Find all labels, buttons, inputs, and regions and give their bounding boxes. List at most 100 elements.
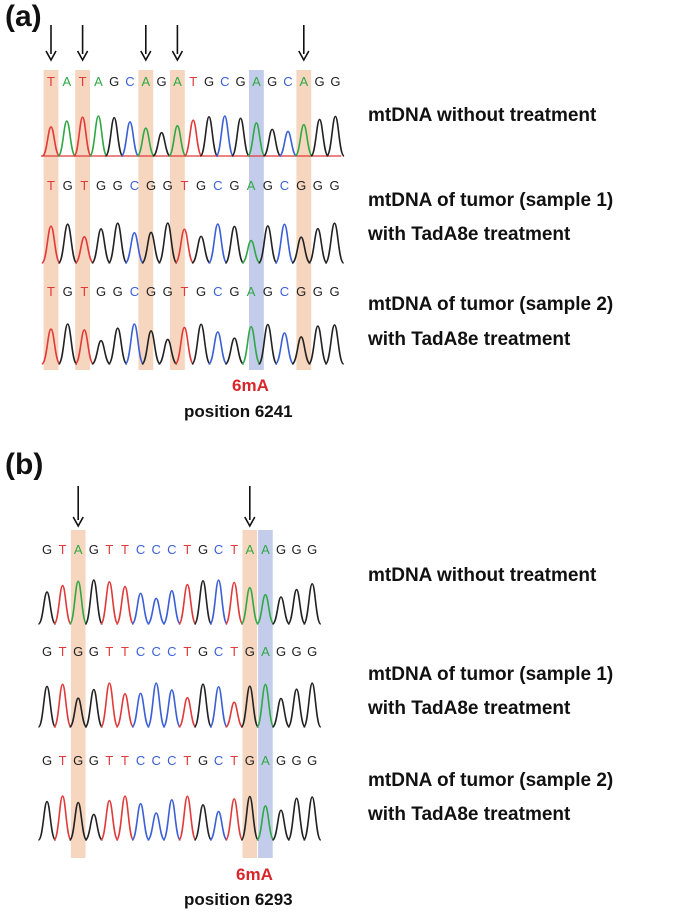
panel-a-base-letter: T xyxy=(80,178,88,193)
panel-a-trace-peak xyxy=(246,122,266,157)
panel-a-trace-peak xyxy=(41,126,61,157)
panel-a-base-letter: A xyxy=(141,74,150,89)
panel-a-base-letter: G xyxy=(109,74,119,89)
panel-a-arrow-icon xyxy=(171,25,184,62)
panel-b-base-letter: G xyxy=(89,644,99,659)
panel-a-base-letter: G xyxy=(63,284,73,299)
panel-b-base-letter: T xyxy=(230,644,238,659)
panel-b-base-letter: G xyxy=(73,753,83,768)
panel-b-base-letter: G xyxy=(292,753,302,768)
panel-a-base-letter: A xyxy=(252,74,261,89)
panel-a-trace-peak xyxy=(291,236,311,264)
panel-b-trace-peak xyxy=(240,795,260,841)
panel-a-trace-peak xyxy=(91,228,111,264)
panel-a-highlight-column xyxy=(43,70,59,370)
panel-b-base-letter: G xyxy=(198,753,208,768)
panel-a-base-letter: G xyxy=(96,178,106,193)
panel-a-base-letter: G xyxy=(204,74,214,89)
panel-b-trace-peak xyxy=(240,685,260,728)
panel-b-trace-peak xyxy=(68,697,88,728)
panel-b-base-letter: C xyxy=(167,542,176,557)
panel-a-trace-peak xyxy=(307,227,328,264)
panel-b-base-letter: T xyxy=(183,542,191,557)
panel-a-arrow-icon xyxy=(298,25,310,62)
panel-b-base-letter: T xyxy=(105,644,113,659)
panel-a-row3-desc-line2: with TadA8e treatment xyxy=(368,329,571,350)
panel-a-trace-peak xyxy=(274,332,295,365)
panel-a-base-letter: T xyxy=(79,74,87,89)
panel-b-trace-peak xyxy=(193,580,213,625)
panel-a-base-letter: C xyxy=(213,284,222,299)
panel-a-trace-peak xyxy=(136,127,155,157)
panel-b-base-letter: A xyxy=(74,542,83,557)
panel-a-base-letter: G xyxy=(329,178,339,193)
panel-b-base-letter: G xyxy=(42,542,52,557)
panel-b-base-letter: C xyxy=(214,644,223,659)
panel-a-base-letter: A xyxy=(247,284,256,299)
panel-b-base-letter: T xyxy=(121,753,129,768)
panel-a-trace-peak xyxy=(57,223,78,264)
panel-a-base-letter: G xyxy=(146,178,156,193)
panel-a-base-letter: G xyxy=(329,284,339,299)
panel-b-trace-peak xyxy=(209,579,228,625)
panel-b-base-letter: G xyxy=(307,753,317,768)
panel-b-trace-peak xyxy=(225,701,244,728)
panel-a-highlight-column xyxy=(75,70,91,370)
panel-a-trace-peak xyxy=(199,115,219,157)
panel-a-base-letter: G xyxy=(263,178,273,193)
panel-a-base-letter: C xyxy=(220,74,229,89)
panel-a-trace-peak xyxy=(324,324,345,365)
panel-a-base-letter: A xyxy=(173,74,182,89)
panel-a-base-letter: G xyxy=(113,178,123,193)
panel-b-highlight-column xyxy=(242,530,258,858)
panel-b-trace-peak xyxy=(68,801,88,841)
panel-a-position-label: position 6241 xyxy=(184,402,293,421)
panel-a-base-letter: T xyxy=(47,178,55,193)
panel-a-trace-peak xyxy=(207,223,228,264)
panel-a-trace-peak xyxy=(120,121,140,157)
panel-a-trace-peak xyxy=(324,222,345,264)
panel-b-trace-peak xyxy=(224,798,244,841)
panel-a-trace-peak xyxy=(141,330,162,365)
panel-a-base-letter: G xyxy=(163,178,173,193)
panel-b-trace-peak xyxy=(100,581,119,625)
panel-b-trace-peak xyxy=(115,795,135,841)
panel-a-base-letter: G xyxy=(330,74,340,89)
panel-a-base-letter: G xyxy=(229,284,239,299)
panel-b-trace-peak xyxy=(100,799,119,841)
panel-a-trace-peak xyxy=(88,115,108,157)
panel-a-trace-peak xyxy=(158,338,178,365)
panel-a-trace-peak xyxy=(325,115,345,157)
panel-a-trace-peak xyxy=(104,116,124,157)
panel-b-base-letter: G xyxy=(42,753,52,768)
panel-b-base-letter: G xyxy=(89,542,99,557)
panel-b-highlight-column xyxy=(70,530,86,858)
panel-a-highlight-column xyxy=(248,70,264,370)
panel-b-trace-peak xyxy=(271,809,291,841)
panel-b-trace-peak xyxy=(162,689,182,728)
panel-a-trace-peak xyxy=(91,339,111,365)
panel-b-base-letter: C xyxy=(136,644,145,659)
panel-b-base-letter: G xyxy=(276,542,286,557)
panel-b-base-letter: G xyxy=(245,753,255,768)
panel-b-trace-peak xyxy=(146,682,166,728)
panel-a-base-letter: G xyxy=(63,178,73,193)
panel-b-trace-peak xyxy=(209,685,228,728)
panel-a-trace-peak xyxy=(124,323,145,365)
panel-a-row3-desc-line1: mtDNA of tumor (sample 2) xyxy=(368,294,614,315)
panel-b-trace-peak xyxy=(53,795,72,841)
panel-b-highlight-column xyxy=(258,530,273,858)
panel-a-base-letter: G xyxy=(315,74,325,89)
panel-b-base-letter: T xyxy=(121,542,129,557)
panel-a-base-letter: C xyxy=(130,284,139,299)
panel-b-trace-peak xyxy=(287,588,306,625)
panel-b-trace-peak xyxy=(115,585,135,625)
panel-a-base-letter: A xyxy=(299,74,308,89)
panel-a-trace-peak xyxy=(183,119,203,157)
panel-b-mod-label: 6mA xyxy=(236,865,273,884)
panel-a-trace-peak xyxy=(41,225,61,264)
panel-a-base-letter: C xyxy=(283,74,292,89)
panel-a-trace-peak xyxy=(191,235,211,264)
panel-a-trace-peak xyxy=(124,232,145,264)
